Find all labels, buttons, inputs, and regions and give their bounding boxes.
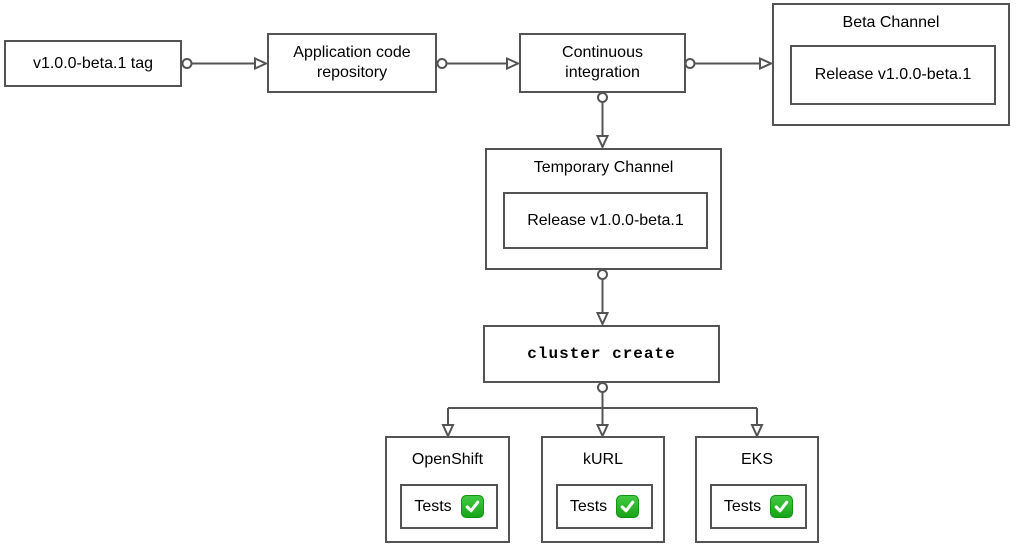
green-check-icon xyxy=(616,495,640,518)
edge-source-dot xyxy=(181,58,193,69)
temporary-channel-release-box: Release v1.0.0-beta.1 xyxy=(503,192,708,249)
arrowhead-down-icon xyxy=(595,312,610,327)
node-repo-label-line2: repository xyxy=(316,64,388,81)
eks-title: EKS xyxy=(740,451,773,468)
edge-source-dot xyxy=(597,269,608,280)
group-kurl: kURL Tests xyxy=(541,436,665,543)
group-beta-channel: Beta Channel Release v1.0.0-beta.1 xyxy=(772,3,1010,126)
edge-source-dot xyxy=(597,92,608,103)
arrowhead-down-icon xyxy=(595,424,610,439)
temporary-channel-title: Temporary Channel xyxy=(533,159,674,176)
beta-channel-release-label: Release v1.0.0-beta.1 xyxy=(814,66,972,83)
kurl-title: kURL xyxy=(582,451,623,468)
node-ci-label-line2: integration xyxy=(565,64,640,81)
edge-tag-to-repo xyxy=(181,56,269,71)
node-continuous-integration: Continuous integration xyxy=(519,33,686,93)
openshift-tests-box: Tests xyxy=(400,484,498,529)
temporary-channel-release-label: Release v1.0.0-beta.1 xyxy=(527,211,684,229)
green-check-icon xyxy=(770,495,794,518)
edge-repo-to-ci xyxy=(436,56,521,71)
edge-ci-to-temporary-channel xyxy=(595,92,610,150)
node-application-code-repository: Application code repository xyxy=(267,33,437,93)
group-openshift: OpenShift Tests xyxy=(385,436,510,543)
edge-source-dot xyxy=(436,58,448,69)
node-ci-label-line1: Continuous xyxy=(562,44,643,61)
arrowhead-down-icon xyxy=(441,424,455,439)
edge-temporary-channel-to-cluster-create xyxy=(595,269,610,327)
node-version-tag-label: v1.0.0-beta.1 tag xyxy=(32,54,154,72)
node-repo-label-line1: Application code xyxy=(293,44,411,61)
node-version-tag: v1.0.0-beta.1 tag xyxy=(4,40,182,87)
group-eks: EKS Tests xyxy=(695,436,819,543)
edge-cluster-create-to-platforms xyxy=(441,382,764,439)
edge-source-dot xyxy=(597,382,608,393)
kurl-tests-label: Tests xyxy=(569,497,608,515)
eks-tests-box: Tests xyxy=(710,484,807,529)
group-temporary-channel: Temporary Channel Release v1.0.0-beta.1 xyxy=(485,148,722,270)
node-cluster-create-label: cluster create xyxy=(527,345,676,363)
arrowhead-right-icon xyxy=(506,56,521,71)
arrowhead-right-icon xyxy=(759,56,774,71)
edge-source-dot xyxy=(684,58,696,69)
kurl-tests-box: Tests xyxy=(556,484,653,529)
beta-channel-title: Beta Channel xyxy=(842,14,940,31)
edge-ci-to-beta-channel xyxy=(684,56,774,71)
green-check-icon xyxy=(460,495,484,518)
arrowhead-down-icon xyxy=(595,135,610,150)
beta-channel-release-box: Release v1.0.0-beta.1 xyxy=(790,45,996,105)
eks-tests-label: Tests xyxy=(723,497,762,515)
node-cluster-create: cluster create xyxy=(483,325,720,383)
arrowhead-right-icon xyxy=(254,56,269,71)
openshift-title: OpenShift xyxy=(411,451,484,468)
openshift-tests-label: Tests xyxy=(414,497,452,515)
arrowhead-down-icon xyxy=(750,424,764,439)
